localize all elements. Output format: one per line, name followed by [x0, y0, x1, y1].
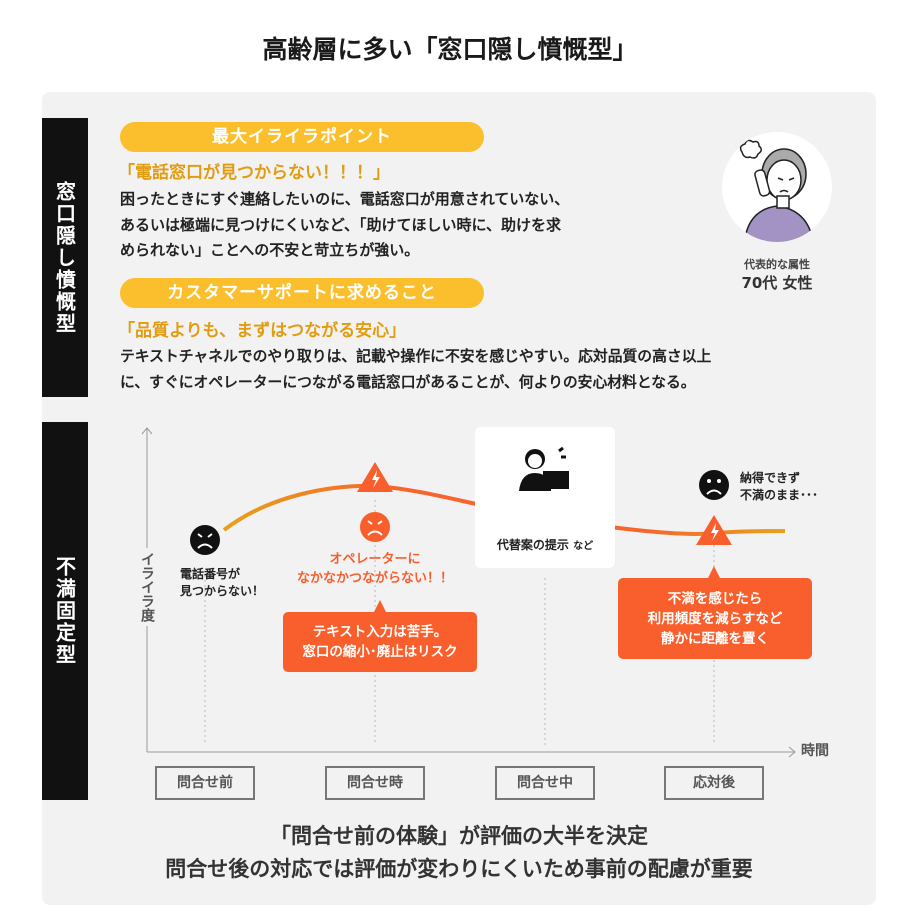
persona-attr-label: 代表的な属性: [744, 258, 810, 271]
conclusion-line-2: 問合せ後の対応では評価が変わりにくいため事前の配慮が重要: [165, 857, 753, 881]
note-during: オペレーターに なかなかつながらない！！: [270, 550, 480, 588]
conclusion-line-1: 「問合せ前の体験」が評価の大半を決定: [270, 824, 648, 848]
need-body: テキストチャネルでのやり取りは、記載や操作に不安を感じやすい。応対品質の高さ以上…: [120, 344, 711, 395]
note-after: 納得できず 不満のまま･･･: [740, 470, 818, 504]
pain-heading: 最大イライラポイント: [120, 122, 484, 152]
callout-text: 利用頻度を減らすなど: [647, 610, 783, 627]
note-text: なかなかつながらない！！: [296, 571, 453, 586]
note-text: 不満のまま･･･: [740, 488, 819, 502]
text-line: 困ったときにすぐ連絡したいのに、電話窓口が用意されていない、: [120, 190, 570, 208]
note-text: 見つからない！: [180, 584, 265, 598]
need-quote: 「品質よりも、まずはつながる安心」: [118, 321, 407, 341]
warning-icon: [357, 462, 393, 492]
persona-avatar: [722, 132, 832, 242]
callout-right: 不満を感じたら 利用頻度を減らすなど 静かに距離を置く: [618, 578, 812, 659]
text-line: められない」ことへの不安と苛立ちが強い。: [120, 241, 420, 259]
callout-text: テキスト入力は苦手。: [312, 624, 448, 640]
pain-quote: 「電話窓口が見つからない！！！」: [118, 163, 390, 183]
stage-before: 問合せ前: [155, 766, 255, 800]
type-label: 窓口隠し憤慨型: [42, 118, 88, 397]
note-text: オペレーターに: [329, 552, 421, 567]
persona-attr-value: 70代 女性: [741, 274, 813, 292]
callout-pointer: [708, 566, 720, 578]
angry-face-icon: [360, 512, 390, 542]
stage-during: 問合せ中: [495, 766, 595, 800]
note-text: 電話番号が: [180, 567, 241, 581]
warning-icon: [696, 515, 732, 545]
note-text: 代替案の提示: [496, 538, 569, 552]
callout-left: テキスト入力は苦手。 窓口の縮小･廃止はリスク: [283, 612, 477, 672]
note-before: 電話番号が 見つからない！: [180, 566, 264, 600]
text-line: テキストチャネルでのやり取りは、記載や操作に不安を感じやすい。応対品質の高さ以上: [120, 348, 712, 365]
x-axis-label: 時間: [801, 743, 829, 759]
angry-face-icon: [190, 525, 220, 555]
sad-face-icon: [699, 470, 729, 500]
callout-text: 窓口の縮小･廃止はリスク: [302, 644, 458, 660]
page-title: 高齢層に多い「窓口隠し憤慨型」: [262, 35, 638, 64]
callout-pointer: [374, 600, 386, 612]
stage-after: 応対後: [664, 766, 764, 800]
y-axis-label: イライラ度: [138, 548, 155, 626]
callout-text: 静かに距離を置く: [661, 630, 769, 647]
stage-contact: 問合せ時: [325, 766, 425, 800]
pain-body: 困ったときにすぐ連絡したいのに、電話窓口が用意されていない、 あるいは極端に見つ…: [120, 187, 569, 264]
subtype-label: 不満固定型: [42, 422, 88, 800]
operator-headset-icon: [519, 446, 569, 491]
text-line: あるいは極端に見つけにくいなど、「助けてほしい時に、助けを求: [120, 215, 562, 234]
need-heading: カスタマーサポートに求めること: [120, 278, 484, 308]
callout-text: 不満を感じたら: [667, 590, 763, 607]
operator-card: 代替案の提示 など: [475, 427, 615, 568]
note-text: 納得できず: [740, 471, 801, 485]
note-text: など: [573, 541, 594, 552]
text-line: に、すぐにオペレーターにつながる電話窓口があることが、何よりの安心材料となる。: [120, 373, 696, 391]
elderly-woman-phone-icon: [739, 139, 814, 242]
